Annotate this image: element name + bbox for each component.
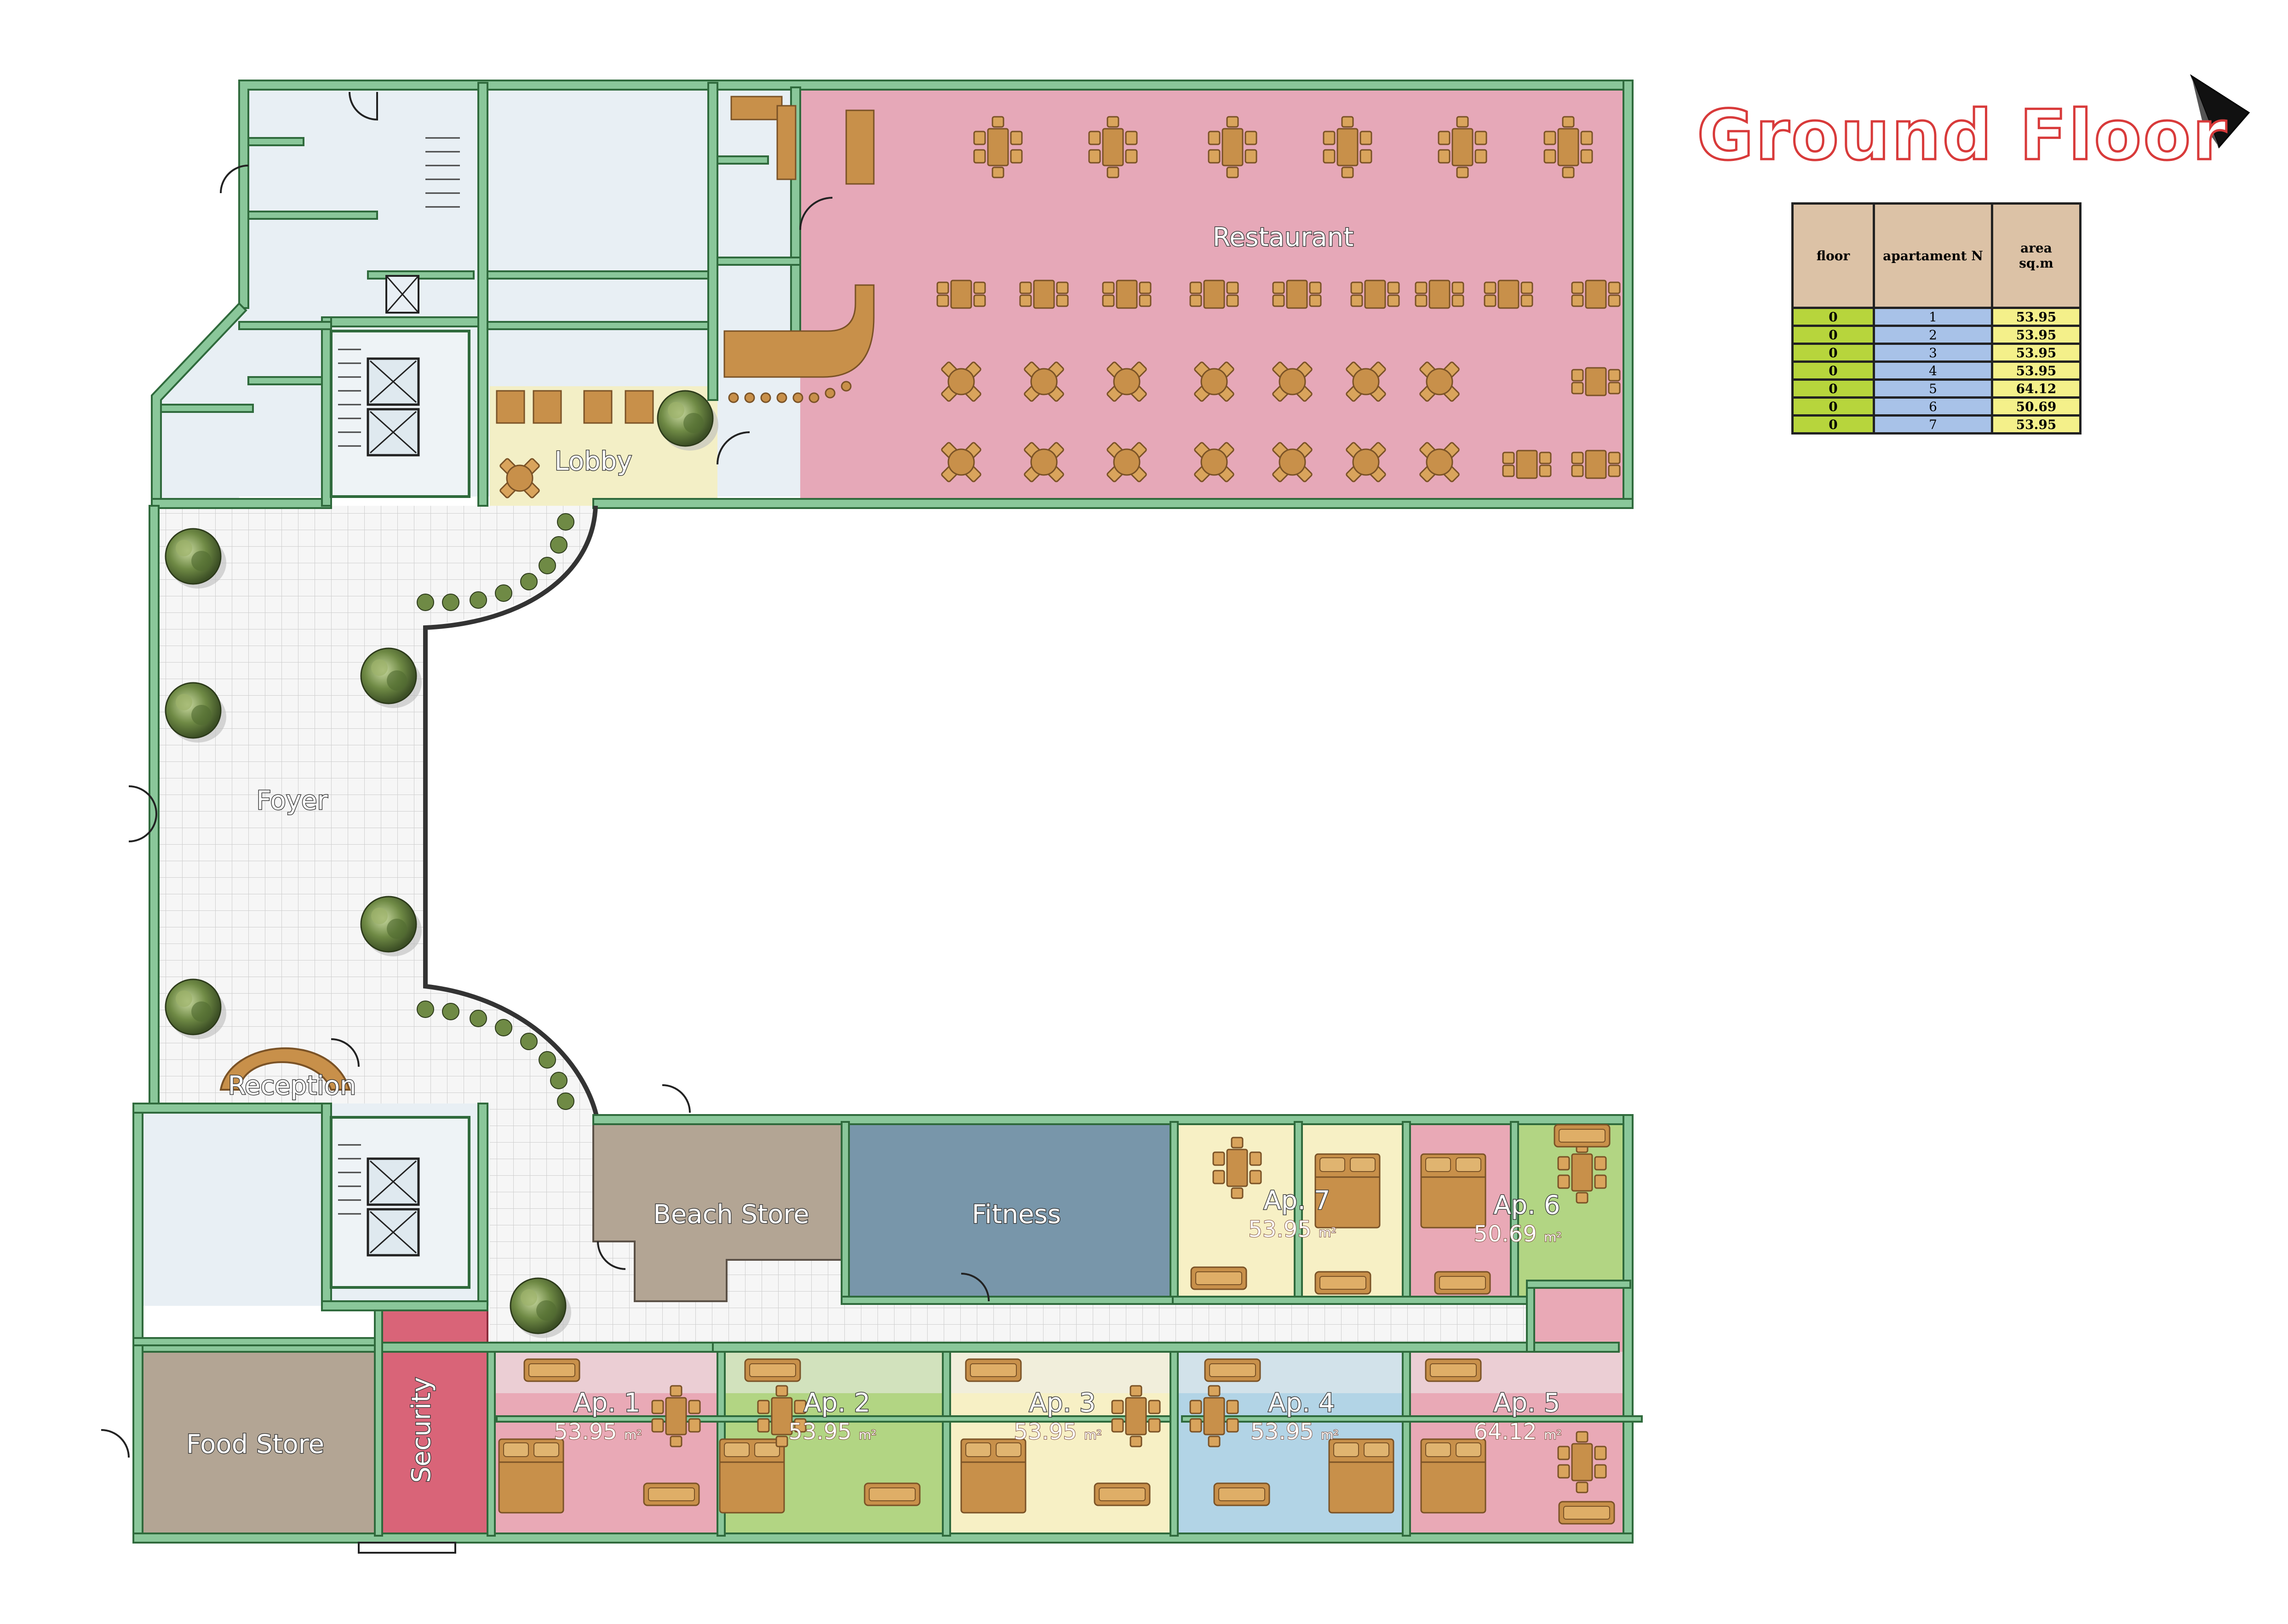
header-area-line1: area: [2020, 240, 2052, 256]
cell-area: 50.69: [1991, 396, 2082, 417]
apartment-7-label: Ap. 7: [1263, 1186, 1330, 1216]
cell-floor: 0: [1791, 414, 1875, 435]
apartment-6-area: 50.69 m²: [1474, 1221, 1561, 1247]
doors: [101, 91, 990, 1458]
label-foyer: Foyer: [256, 786, 328, 816]
cell-floor: 0: [1791, 343, 1875, 363]
reception-desk: [219, 1047, 351, 1091]
lobby-furniture: [496, 390, 654, 499]
cell-apartment: 1: [1873, 307, 1993, 327]
apartment-2-area: 53.95 m²: [788, 1419, 876, 1445]
service-area-south: [133, 1104, 331, 1306]
label-reception: Reception: [228, 1071, 356, 1101]
cell-apartment: 2: [1873, 325, 1993, 345]
cell-area: 53.95: [1991, 360, 2082, 381]
cell-area: 53.95: [1991, 325, 2082, 345]
cell-apartment: 4: [1873, 360, 1993, 381]
apartment-3-label: Ap. 3: [1029, 1388, 1095, 1418]
cell-floor: 0: [1791, 378, 1875, 399]
page-title: Ground Floor: [1696, 95, 2229, 177]
cell-area: 64.12: [1991, 378, 2082, 399]
header-area-line2: sq.m: [2019, 256, 2053, 271]
cell-floor: 0: [1791, 396, 1875, 417]
header-floor: floor: [1791, 202, 1875, 309]
cell-apartment: 5: [1873, 378, 1993, 399]
planter-row: [417, 513, 574, 1110]
apartment-1-label: Ap. 1: [573, 1388, 640, 1418]
label-security: Security: [407, 1377, 436, 1483]
walls: [132, 80, 1643, 1544]
header-apartment: apartament N: [1873, 202, 1993, 309]
cell-floor: 0: [1791, 325, 1875, 345]
apartment-3-area: 53.95 m²: [1014, 1419, 1101, 1445]
apartment-4-area: 53.95 m²: [1250, 1419, 1338, 1445]
cell-floor: 0: [1791, 307, 1875, 327]
apartment-1-area: 53.95 m²: [554, 1419, 642, 1445]
label-beach-store: Beach Store: [653, 1200, 809, 1229]
cell-area: 53.95: [1991, 307, 2082, 327]
cell-apartment: 7: [1873, 414, 1993, 435]
label-restaurant: Restaurant: [1213, 223, 1354, 252]
apartment-7-area: 53.95 m²: [1248, 1217, 1336, 1242]
fitness-area: [841, 1121, 1174, 1302]
label-fitness: Fitness: [972, 1200, 1061, 1229]
cell-area: 53.95: [1991, 343, 2082, 363]
label-lobby: Lobby: [555, 446, 632, 476]
apartment-6-label: Ap. 6: [1493, 1190, 1560, 1220]
label-food-store: Food Store: [186, 1430, 324, 1459]
apartment-6-living: [1513, 1122, 1630, 1301]
cell-area: 53.95: [1991, 414, 2082, 435]
apartment-2-label: Ap. 2: [803, 1388, 870, 1418]
stair-core-south-lifts: [330, 1116, 470, 1289]
apartment-5-area: 64.12 m²: [1474, 1419, 1561, 1445]
apartment-4-label: Ap. 4: [1268, 1388, 1335, 1418]
kitchen-counters: [723, 96, 875, 403]
cell-apartment: 3: [1873, 343, 1993, 363]
apartment-5-label: Ap. 5: [1493, 1388, 1560, 1418]
north-arrow-icon: [2190, 74, 2250, 149]
stair-core-north: [330, 137, 470, 498]
apartment-labels: Ap. 1 53.95 m² Ap. 2 53.95 m² Ap. 3 53.9…: [553, 1185, 1562, 1446]
entrance-step: [358, 1542, 456, 1554]
cell-floor: 0: [1791, 360, 1875, 381]
cell-apartment: 6: [1873, 396, 1993, 417]
